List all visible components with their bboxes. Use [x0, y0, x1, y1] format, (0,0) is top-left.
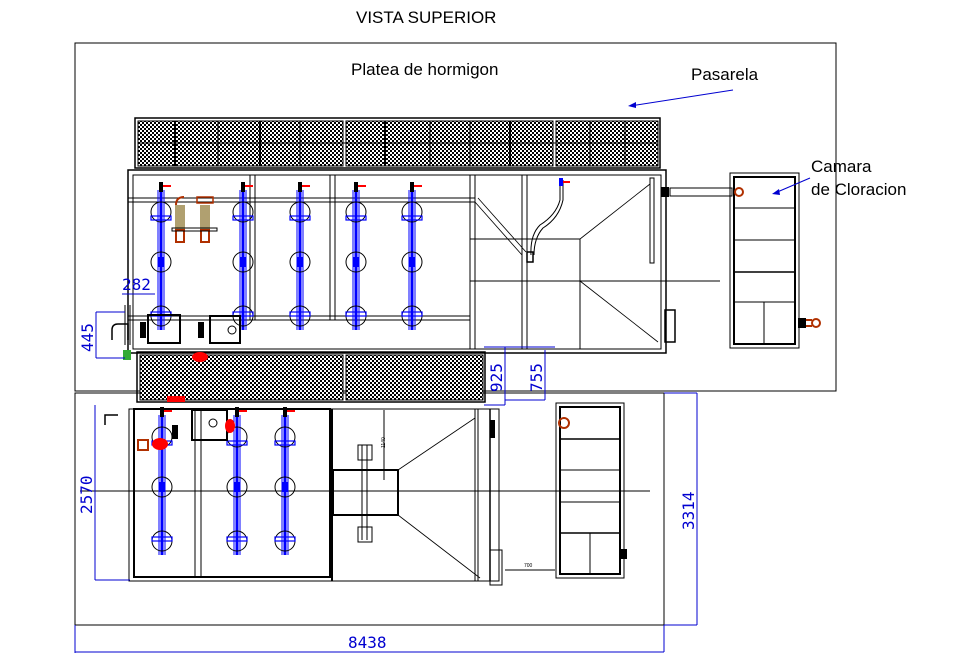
- dimension-925: 925: [487, 363, 506, 392]
- dimension-700: 700: [524, 563, 533, 569]
- slab-label: Platea de hormigon: [351, 60, 499, 79]
- chlorination-chamber-lower: [505, 402, 627, 579]
- chlorination-label-line2: de Cloracion: [811, 180, 907, 199]
- dimension-755: 755: [527, 363, 546, 392]
- dimension-445: 445: [78, 323, 97, 352]
- chlorination-chamber-upper: [661, 172, 821, 349]
- walkway-grating-middle: [136, 351, 486, 403]
- dimension-2570: 2570: [77, 475, 96, 514]
- lower-tank: [80, 408, 650, 586]
- upper-diffuser-set: [149, 180, 424, 332]
- chlorination-label-line1: Camara: [811, 157, 872, 176]
- walkway-grating-upper: [134, 117, 661, 169]
- upper-tank: [127, 169, 720, 354]
- walkway-leader: [629, 89, 734, 107]
- dimension-lines: [74, 293, 698, 653]
- dimension-1140: 1140: [381, 437, 387, 448]
- walkway-label: Pasarela: [691, 65, 759, 84]
- blower-equipment: [111, 305, 241, 360]
- dimension-282: 282: [122, 275, 151, 294]
- airlift-pipes: [171, 196, 218, 243]
- dimension-8438: 8438: [348, 633, 387, 652]
- lower-equipment: [104, 409, 235, 451]
- slab-upper-outline: [74, 42, 837, 392]
- dimension-3314: 3314: [679, 491, 698, 530]
- drawing-title: VISTA SUPERIOR: [356, 8, 497, 27]
